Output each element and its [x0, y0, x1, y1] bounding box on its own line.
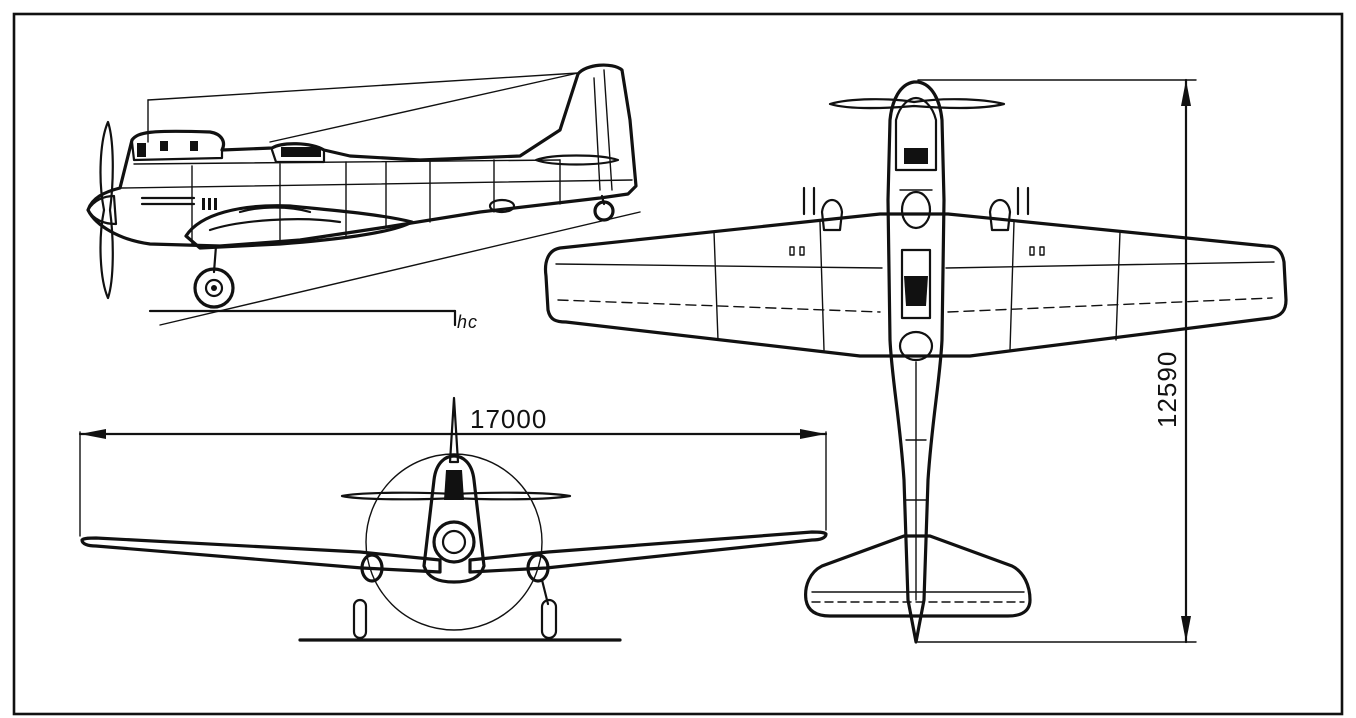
length-dimension-label: 12590: [1152, 351, 1182, 428]
side-view: hc: [86, 63, 641, 332]
wingspan-dimension-label: 17000: [470, 404, 547, 434]
drawing-frame: [12, 12, 1344, 716]
top-view: 12590: [543, 78, 1288, 644]
front-view: 17000: [78, 396, 828, 642]
ground-mark-label: hc: [457, 312, 478, 332]
